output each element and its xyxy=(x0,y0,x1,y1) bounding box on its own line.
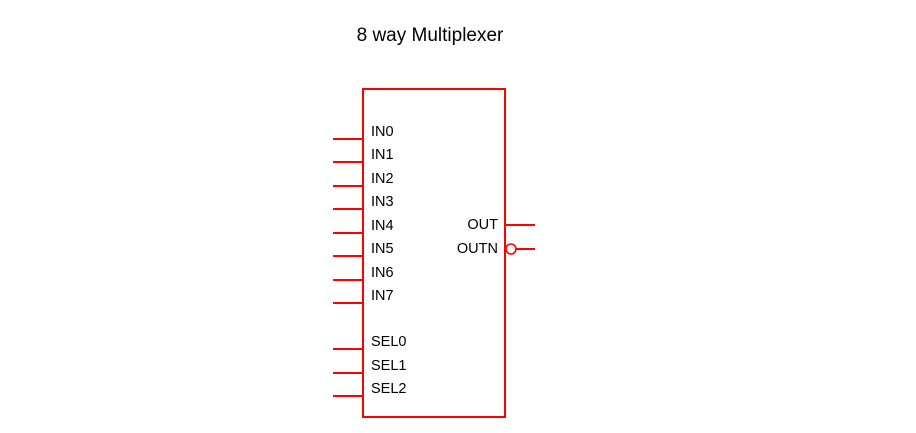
page-title: 8 way Multiplexer xyxy=(357,25,504,46)
pin-label: IN3 xyxy=(371,194,394,210)
pin-label: OUTN xyxy=(457,241,498,257)
input-pin-in1[interactable]: IN1 xyxy=(333,147,394,163)
pin-label: IN6 xyxy=(371,265,394,281)
inversion-bubble-icon xyxy=(505,243,517,255)
select-pin-group: SEL0 SEL1 SEL2 xyxy=(333,334,406,397)
symbol-body-outline xyxy=(362,88,506,418)
input-pin-in2[interactable]: IN2 xyxy=(333,171,394,187)
input-pin-in6[interactable]: IN6 xyxy=(333,265,394,281)
select-pin-sel2[interactable]: SEL2 xyxy=(333,381,406,397)
input-pin-in3[interactable]: IN3 xyxy=(333,194,394,210)
pin-label: SEL0 xyxy=(371,334,406,350)
pin-label: IN4 xyxy=(371,218,394,234)
select-pin-sel0[interactable]: SEL0 xyxy=(333,334,406,350)
input-pin-group: IN0 IN1 IN2 IN3 IN4 IN5 xyxy=(333,124,394,304)
output-pin-out[interactable]: OUT xyxy=(467,217,535,233)
pin-label: OUT xyxy=(467,217,498,233)
input-pin-in7[interactable]: IN7 xyxy=(333,288,394,304)
input-pin-in5[interactable]: IN5 xyxy=(333,241,394,257)
pin-label: SEL1 xyxy=(371,358,406,374)
pin-label: IN7 xyxy=(371,288,394,304)
pin-label: IN1 xyxy=(371,147,394,163)
pin-label: SEL2 xyxy=(371,381,406,397)
input-pin-in0[interactable]: IN0 xyxy=(333,124,394,140)
pin-label: IN5 xyxy=(371,241,394,257)
select-pin-sel1[interactable]: SEL1 xyxy=(333,358,406,374)
output-pin-outn[interactable]: OUTN xyxy=(457,241,535,257)
pin-label: IN0 xyxy=(371,124,394,140)
input-pin-in4[interactable]: IN4 xyxy=(333,218,394,234)
pin-label: IN2 xyxy=(371,171,394,187)
output-pin-group: OUT OUTN xyxy=(457,217,535,257)
